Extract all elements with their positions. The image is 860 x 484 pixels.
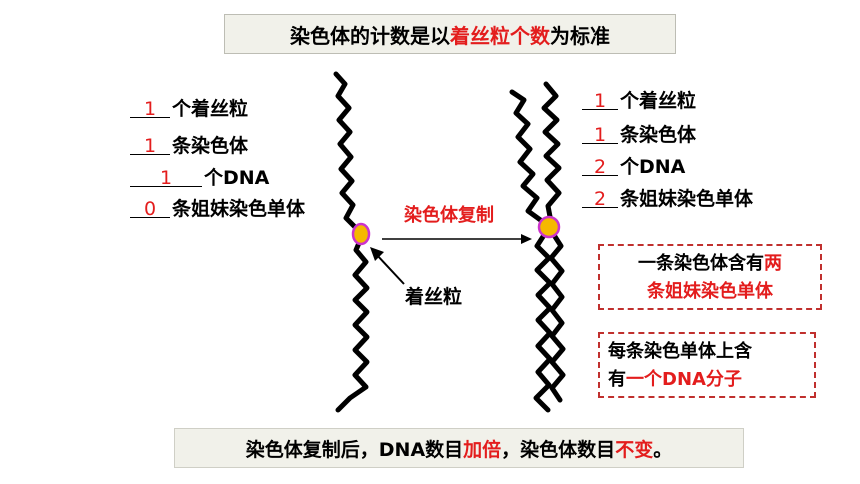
left-chromosome-lower <box>335 233 370 413</box>
right-value-dna: 2 <box>582 158 618 177</box>
right-centromere <box>537 215 561 239</box>
chromatid-note-line2: 条姐妹染色单体 <box>647 281 773 302</box>
right-chromatid-b-lower <box>548 229 566 403</box>
right-chromatid-a-lower <box>533 229 553 413</box>
left-label-centromere: 个着丝粒 <box>172 98 249 120</box>
dna-note-line1: 每条染色单体上含 <box>608 341 752 362</box>
left-value-dna: 1 <box>130 169 202 188</box>
right-value-chromosome: 1 <box>582 126 618 145</box>
left-label-chromatid: 条姐妹染色单体 <box>172 198 306 220</box>
right-label-chromosome: 条染色体 <box>620 124 697 146</box>
right-label-centromere: 个着丝粒 <box>620 90 697 112</box>
title-suffix: 为标准 <box>550 23 610 48</box>
centromere-pointer-arrow <box>370 247 405 285</box>
summary-part3: 。 <box>653 438 673 461</box>
centromere-label: 着丝粒 <box>405 286 463 308</box>
right-chromatid-b-upper <box>541 81 562 225</box>
left-chromosome-upper <box>333 71 363 235</box>
right-chromatid-a-upper <box>509 89 549 227</box>
summary-part1: 染色体复制后，DNA数目 <box>245 438 464 461</box>
summary-highlight-unchanged: 不变 <box>615 438 654 461</box>
chromatid-note-line1: 一条染色体含有两 <box>638 253 782 274</box>
left-label-chromosome: 条染色体 <box>172 135 249 157</box>
dna-note-line2: 有一个DNA分子 <box>608 369 742 390</box>
right-label-dna: 个DNA <box>620 156 686 178</box>
replication-label: 染色体复制 <box>404 205 494 226</box>
left-label-dna: 个DNA <box>204 167 270 189</box>
summary-highlight-double: 加倍 <box>463 438 502 461</box>
replication-arrow <box>382 234 532 244</box>
right-value-chromatid: 2 <box>582 190 618 209</box>
title-banner: 染色体的计数是以着丝粒个数为标准 <box>224 14 676 54</box>
summary-part2: ，染色体数目 <box>501 438 616 461</box>
right-value-centromere: 1 <box>582 92 618 111</box>
right-label-chromatid: 条姐妹染色单体 <box>620 188 754 210</box>
chromatid-note-box: 一条染色体含有两 条姐妹染色单体 <box>598 244 822 310</box>
left-centromere <box>351 222 371 246</box>
dna-note-box: 每条染色单体上含 有一个DNA分子 <box>598 332 816 398</box>
left-value-chromatid: 0 <box>130 200 170 219</box>
left-value-chromosome: 1 <box>130 137 170 156</box>
title-highlight: 着丝粒个数 <box>450 23 550 48</box>
title-prefix: 染色体的计数是以 <box>290 23 450 48</box>
summary-banner: 染色体复制后，DNA数目加倍，染色体数目不变。 <box>174 428 744 468</box>
left-value-centromere: 1 <box>130 100 170 119</box>
